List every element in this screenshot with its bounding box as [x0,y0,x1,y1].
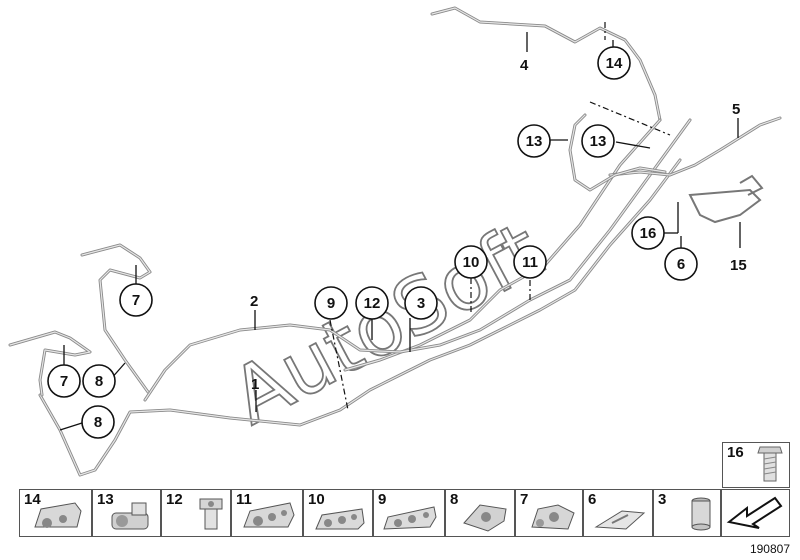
part-box-label: 14 [24,491,41,508]
svg-text:1: 1 [251,376,259,393]
svg-text:14: 14 [606,55,623,72]
svg-text:9: 9 [327,295,335,312]
part-box-label: 10 [308,491,325,508]
svg-text:13: 13 [590,133,607,150]
part-box-8: 8 [445,489,515,537]
clip-with-bolt-icon [531,504,575,530]
part-box-9: 9 [373,489,445,537]
part-box-label: 11 [236,491,252,508]
leader-lines [59,22,741,431]
part-box-label: 6 [588,491,597,508]
svg-text:AutoSoft: AutoSoft [218,206,556,443]
svg-text:12: 12 [364,295,381,312]
part-box-label: 7 [520,491,529,508]
part-box-11: 11 [231,489,303,537]
svg-text:7: 7 [132,292,140,309]
svg-text:8: 8 [94,414,102,431]
svg-text:2: 2 [250,293,258,310]
callout-7a: 7 [119,283,153,317]
svg-text:10: 10 [463,254,480,271]
bolt-icon [757,446,783,482]
callout-2: 2 [250,293,258,310]
watermark: AutoSoft [217,205,557,444]
part-box-3: 3 [653,489,721,537]
pipe-clamp-icon [383,506,437,530]
multi-pipe-clip-icon [243,502,295,528]
svg-text:8: 8 [95,373,103,390]
callout-13a: 13 [517,124,551,158]
pipe-holder-icon [315,508,365,530]
svg-text:3: 3 [417,295,425,312]
mounting-bracket-icon [463,504,507,532]
svg-text:6: 6 [677,256,685,273]
hose-clip-icon [111,502,149,530]
callout-15: 15 [730,257,747,274]
callout-1: 1 [251,376,259,393]
svg-text:13: 13 [526,133,543,150]
part-box-10: 10 [303,489,373,537]
svg-text:15: 15 [730,257,747,274]
retaining-clip-icon [594,510,646,530]
callout-16: 16 [631,216,665,250]
part-box-label: 8 [450,491,459,508]
threaded-fitting-icon [199,498,223,530]
union-nut-icon [691,497,711,531]
part-box-6: 6 [583,489,653,537]
svg-text:5: 5 [732,101,740,118]
callout-8a: 8 [82,364,116,398]
callout-3: 3 [404,286,438,320]
part-box-13: 13 [92,489,161,537]
part-box-label: 12 [166,491,183,508]
callout-9: 9 [314,286,348,320]
svg-text:7: 7 [60,373,68,390]
pipe-clip-icon [34,502,82,528]
part-box-label: 9 [378,491,387,508]
callout-14: 14 [597,46,631,80]
arrow-icon [726,496,783,529]
svg-text:11: 11 [522,254,538,271]
part-box-label: 3 [658,491,667,508]
callout-11: 11 [513,245,547,279]
part-box-16-bolt: 16 [722,442,790,488]
callout-12: 12 [355,286,389,320]
callout-4: 4 [520,57,529,74]
part-box-label: 13 [97,491,114,508]
callout-7b: 7 [47,364,81,398]
part-box-arrow [721,489,790,537]
callout-5: 5 [732,101,740,118]
callout-13b: 13 [581,124,615,158]
part-box-12: 12 [161,489,231,537]
svg-text:16: 16 [640,225,657,242]
callout-10: 10 [454,245,488,279]
callout-8b: 8 [81,405,115,439]
part-box-label: 16 [727,444,744,461]
part-box-14: 14 [19,489,92,537]
part-box-7: 7 [515,489,583,537]
svg-text:4: 4 [520,57,529,74]
brake-pipes [8,6,782,477]
callout-6: 6 [664,247,698,281]
diagram-code: 190807 [749,542,790,556]
